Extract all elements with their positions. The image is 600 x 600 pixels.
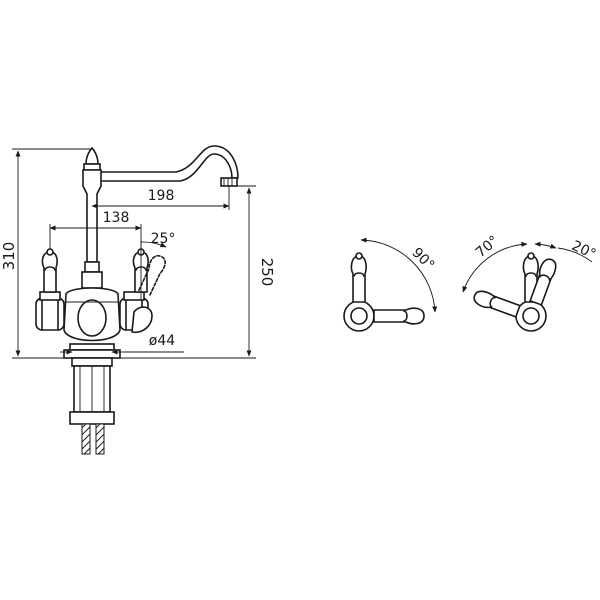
left-handle [41, 248, 58, 293]
single-handle-rotation-view: 90° [343, 237, 437, 332]
faucet-front-view [35, 145, 239, 455]
left-valve [35, 291, 65, 331]
spout [100, 145, 239, 182]
hose-left [81, 423, 91, 455]
dimension-lines: 310 198 138 25° 250 ø44 [0, 148, 276, 359]
finial [85, 146, 99, 165]
dimension-handle-spacing: 138 [103, 210, 130, 226]
aerator [220, 177, 238, 187]
rotation-angle-90: 90° [408, 245, 437, 274]
dimension-base-diameter: ø44 [149, 333, 175, 349]
right-handle-tilted [138, 254, 166, 297]
dual-direction-rotation-view: 70° 20° [462, 233, 598, 332]
dimension-spout-reach: 198 [148, 188, 175, 204]
rotation-angle-20: 20° [569, 238, 598, 263]
mixer-center-boss [77, 299, 107, 337]
dimension-handle-tilt: 25° [151, 231, 176, 247]
rotation-angle-70: 70° [473, 233, 502, 261]
hose-right [95, 423, 105, 455]
dimension-spout-height: 250 [258, 258, 276, 287]
base-flange [69, 343, 115, 351]
column [82, 169, 102, 263]
dimension-total-height: 310 [0, 242, 18, 271]
right-lever-front [131, 306, 153, 334]
